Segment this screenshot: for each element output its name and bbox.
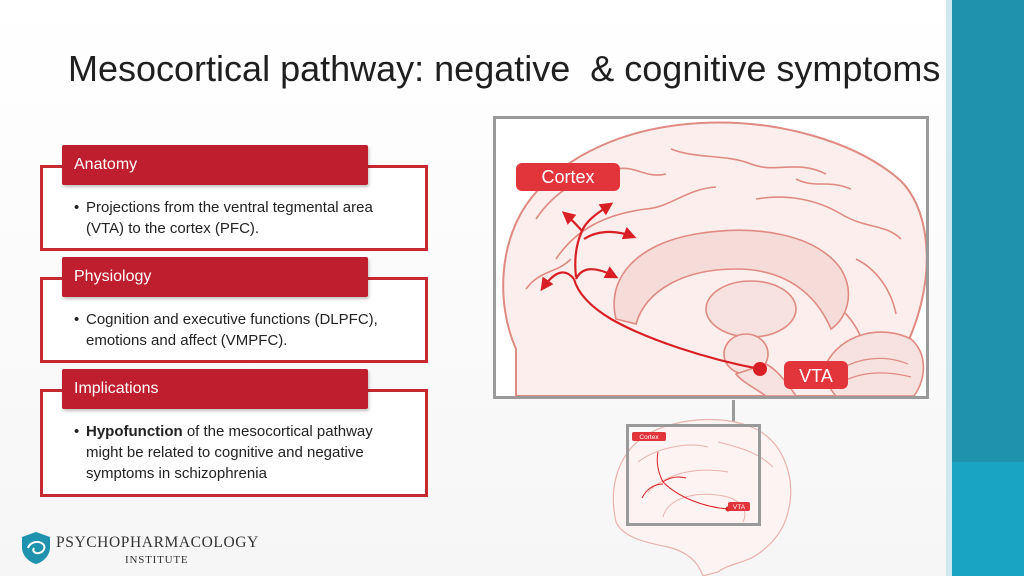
brain-diagram-frame: Cortex VTA bbox=[493, 116, 929, 399]
bullet-marker: • bbox=[74, 423, 80, 440]
section-text-bold: Hypofunction bbox=[86, 423, 183, 440]
section-implications: Implications • Hypofunction of the mesoc… bbox=[40, 369, 428, 497]
section-text: Cognition and executive functions (DLPFC… bbox=[86, 311, 378, 349]
right-bar-accent bbox=[952, 462, 1024, 576]
section-heading: Implications bbox=[62, 369, 368, 409]
right-bar-highlight bbox=[946, 0, 952, 576]
section-body: • Cognition and executive functions (DLP… bbox=[74, 309, 404, 351]
section-anatomy: Anatomy • Projections from the ventral t… bbox=[40, 145, 428, 251]
cortex-label: Cortex bbox=[541, 167, 594, 187]
vta-label: VTA bbox=[799, 366, 833, 386]
section-text: Projections from the ventral tegmental a… bbox=[86, 199, 373, 237]
section-text: Hypofunction of the mesocortical pathway… bbox=[74, 421, 404, 484]
mesocortical-pathway bbox=[540, 202, 761, 371]
section-heading: Anatomy bbox=[62, 145, 368, 185]
right-decorative-bar bbox=[946, 0, 1024, 576]
slide-title: Mesocortical pathway: negative & cogniti… bbox=[68, 48, 941, 89]
section-physiology: Physiology • Cognition and executive fun… bbox=[40, 257, 428, 363]
brain-diagram: Cortex VTA bbox=[502, 121, 926, 396]
brain-thumbnail: Cortex VTA bbox=[612, 418, 792, 576]
thumbnail-cortex-label: Cortex bbox=[639, 434, 659, 441]
bullet-marker: • bbox=[74, 311, 80, 328]
brainstem bbox=[734, 363, 797, 396]
thumbnail-vta-label: VTA bbox=[733, 504, 746, 511]
thalamus bbox=[705, 280, 797, 338]
thumbnail-frame bbox=[626, 424, 761, 526]
vta-dot bbox=[753, 362, 767, 376]
section-heading: Physiology bbox=[62, 257, 368, 297]
vta-label-bg bbox=[784, 361, 848, 389]
logo-name: PSYCHOPHARMACOLOGY bbox=[56, 534, 259, 551]
section-body: • Projections from the ventral tegmental… bbox=[74, 197, 404, 239]
logo-subname: INSTITUTE bbox=[125, 554, 189, 566]
zoom-connector-line bbox=[732, 400, 735, 424]
bullet-marker: • bbox=[74, 199, 80, 216]
section-text-rest: of the mesocortical pathway might be rel… bbox=[86, 423, 373, 482]
section-body: • Hypofunction of the mesocortical pathw… bbox=[74, 421, 404, 484]
corpus-callosum bbox=[613, 229, 850, 331]
shield-icon bbox=[22, 532, 50, 564]
cortex-label-bg bbox=[516, 163, 620, 191]
